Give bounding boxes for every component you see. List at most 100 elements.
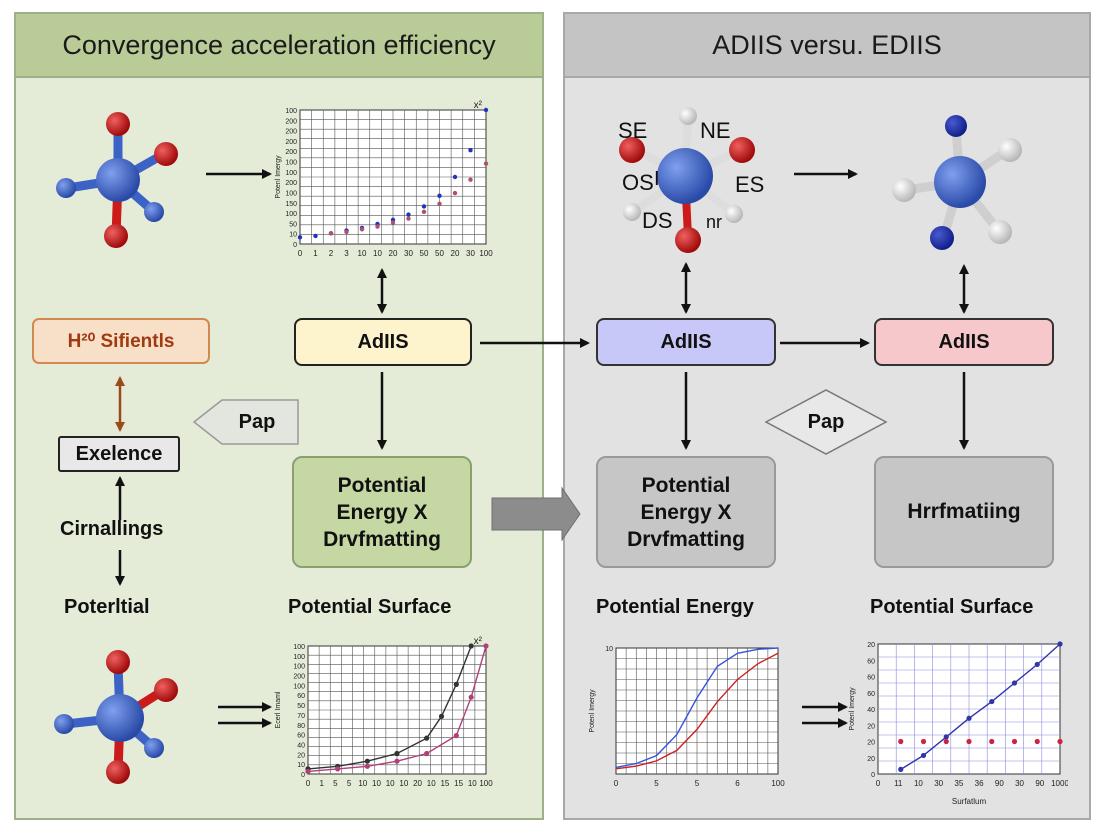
y-axis-label: Potenl Imergy [849,687,856,731]
exelence-box[interactable]: Exelence [58,436,180,472]
data-point [297,235,303,240]
data-point [483,161,489,166]
data-point [364,763,370,769]
x-tick-label: 0 [876,779,881,788]
x-tick-label: 10 [386,779,395,788]
y-tick-label: 100 [293,683,305,690]
x-tick-label: 15 [454,779,463,788]
y-tick-label: 200 [285,149,297,156]
data-point [1011,738,1018,745]
left-panel-title: Convergence acceleration efficiency [16,14,542,78]
y-tick-label: 60 [867,658,875,665]
x-tick-label: 0 [306,779,311,788]
x-tick-label: 10 [358,249,367,258]
x-tick-label: 0 [614,779,619,788]
mol-label-i: I [654,168,660,190]
molecule-top-right-icon [892,115,1022,250]
x-tick-label: 20 [451,249,460,258]
x-tick-label: 20 [389,249,398,258]
hrrf-box[interactable]: Hrrfmatiing [874,456,1054,568]
x-tick-label: 10 [427,779,436,788]
adiis-right-box[interactable]: AdIIS [874,318,1054,366]
x-tick-label: 0 [298,249,303,258]
h2o-box[interactable]: H²⁰ Sifientls [32,318,210,364]
data-point [394,750,400,757]
x-tick-label: 10 [468,779,477,788]
y-tick-label: 200 [285,139,297,146]
x-tick-label: 1000 [1051,779,1068,788]
corner-label: x² [474,636,483,647]
data-point [989,738,995,745]
series-line-0 [900,643,1061,770]
y-tick-label: 60 [297,733,305,740]
molecule-labeled-icon [619,107,755,253]
data-point [335,766,341,772]
y-tick-label: 100 [285,170,297,177]
y-tick-label: 100 [293,644,305,651]
adiis-mid-box[interactable]: AdIIS [596,318,776,366]
y-tick-label: 70 [297,713,305,720]
cirnallings-label: Cirnallings [60,518,164,540]
data-point [313,233,318,239]
x-tick-label: 30 [1015,779,1024,788]
potential-left-line-3: Drvfmatting [323,527,441,551]
x-tick-label: 30 [934,779,943,788]
potential-surface-left-label: Potential Surface [288,596,452,618]
potential-mid-line-3: Drvfmatting [627,527,745,551]
potential-energy-left-box[interactable]: Potential Energy X Drvfmatting [292,456,472,568]
data-point [966,738,972,745]
potential-left-line-2: Energy X [336,500,428,524]
y-tick-label: 10 [605,646,613,653]
x-tick-label: 90 [995,779,1004,788]
data-point [483,107,489,113]
x-tick-label: 10 [373,249,382,258]
y-tick-label: 20 [867,723,875,730]
series-line-0 [307,645,472,770]
x-tick-label: 5 [654,779,659,788]
data-point [468,177,473,182]
mol-label-ds: DS [642,208,673,233]
series-line-1 [307,645,487,773]
y-tick-label: 150 [285,201,297,208]
y-tick-label: 40 [297,742,305,749]
potential-mid-line-2: Energy X [640,500,732,524]
pap-right-label[interactable]: Pap [807,410,845,433]
y-axis-label: Potenl Imergy [275,155,282,199]
y-tick-label: 60 [867,691,875,698]
x-tick-label: 35 [954,779,963,788]
x-tick-label: 10 [372,779,381,788]
x-tick-label: 5 [695,779,700,788]
y-tick-label: 100 [285,190,297,197]
x-tick-label: 5 [333,779,338,788]
x-tick-label: 50 [435,249,444,258]
molecule-bottom-left-icon [54,650,178,784]
y-tick-label: 100 [285,160,297,167]
mol-label-nr: nr [706,212,723,232]
data-point [437,201,442,206]
data-point [305,768,311,775]
data-point [364,758,370,764]
potential-mid-line-1: Potential [641,473,731,497]
x-tick-label: 10 [358,779,367,788]
potential-label: Poterltial [64,596,150,618]
data-point [468,148,473,153]
x-tick-label: 3 [344,249,349,258]
data-point [1034,661,1040,668]
data-point [394,758,400,764]
y-tick-label: 10 [297,762,305,769]
data-point [1034,738,1040,745]
potential-energy-mid-box[interactable]: Potential Energy X Drvfmatting [596,456,776,568]
data-point [1057,738,1063,745]
y-tick-label: 100 [293,654,305,661]
data-point [920,738,927,745]
data-point [453,733,459,739]
data-point [375,224,380,229]
x-tick-label: 100 [771,779,785,788]
data-point [468,643,474,649]
data-point [424,735,430,741]
pap-left-label[interactable]: Pap [238,410,276,433]
data-point [966,715,972,721]
adiis-left-box[interactable]: AdIIS [294,318,472,366]
